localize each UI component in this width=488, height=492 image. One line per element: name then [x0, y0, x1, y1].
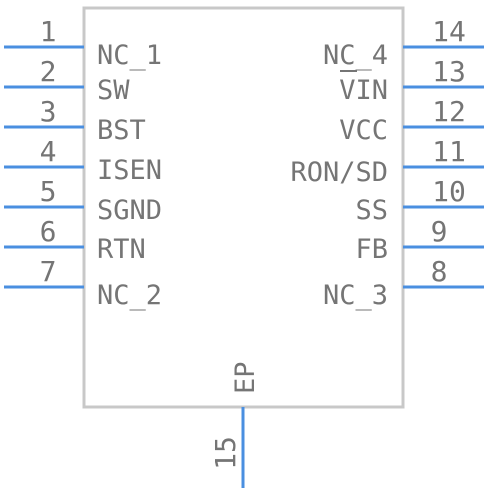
pin-5-number: 5 — [40, 175, 57, 208]
pin-3-label: BST — [97, 115, 146, 146]
pin-6-label: RTN — [97, 234, 146, 265]
pin-9: 9 FB — [355, 215, 484, 265]
pin-14: 14 NC_4 — [323, 15, 484, 71]
pin-14-label: NC_4 — [323, 40, 388, 71]
pin-2-number: 2 — [40, 55, 57, 88]
pin-9-number: 9 — [431, 215, 448, 248]
pin-4-number: 4 — [40, 135, 57, 168]
pin-11-number: 11 — [432, 135, 466, 168]
pin-13-number: 13 — [432, 55, 466, 88]
pin-12-label: VCC — [339, 115, 388, 146]
pin-8-number: 8 — [431, 255, 448, 288]
pin-1-number: 1 — [40, 15, 57, 48]
pin-3: 3 BST — [4, 95, 146, 146]
pin-9-label: FB — [355, 234, 388, 265]
pin-2-label: SW — [97, 75, 130, 106]
pin-5: 5 SGND — [4, 175, 162, 226]
pin-10-number: 10 — [432, 175, 466, 208]
pin-8: 8 NC_3 — [323, 255, 484, 311]
pin-7: 7 NC_2 — [4, 255, 162, 311]
component-body — [82, 6, 405, 409]
pin-11-label: RON/SD — [290, 157, 388, 188]
pin-7-label: NC_2 — [97, 280, 162, 311]
pin-15: 15 EP — [209, 361, 261, 488]
pin-2: 2 SW — [4, 55, 130, 106]
pin-7-number: 7 — [40, 255, 57, 288]
pin-10: 10 SS — [355, 175, 484, 226]
pin-6: 6 RTN — [4, 215, 146, 265]
pin-8-label: NC_3 — [323, 280, 388, 311]
pin-12-number: 12 — [432, 95, 466, 128]
pin-1: 1 NC_1 — [4, 15, 162, 71]
pin-15-number: 15 — [209, 436, 242, 470]
pin-13-label: VIN — [339, 75, 388, 106]
pin-14-number: 14 — [432, 15, 466, 48]
pin-1-label: NC_1 — [97, 40, 162, 71]
pin-6-number: 6 — [40, 215, 57, 248]
pin-11: 11 RON/SD — [290, 135, 484, 188]
pin-12: 12 VCC — [339, 95, 484, 146]
pin-13: 13 VIN — [339, 55, 484, 106]
pin-3-number: 3 — [40, 95, 57, 128]
pin-10-label: SS — [355, 195, 388, 226]
pin-5-label: SGND — [97, 195, 162, 226]
pin-4-label: ISEN — [97, 155, 162, 186]
pin-15-label: EP — [230, 361, 261, 394]
pin-4: 4 ISEN — [4, 135, 162, 186]
